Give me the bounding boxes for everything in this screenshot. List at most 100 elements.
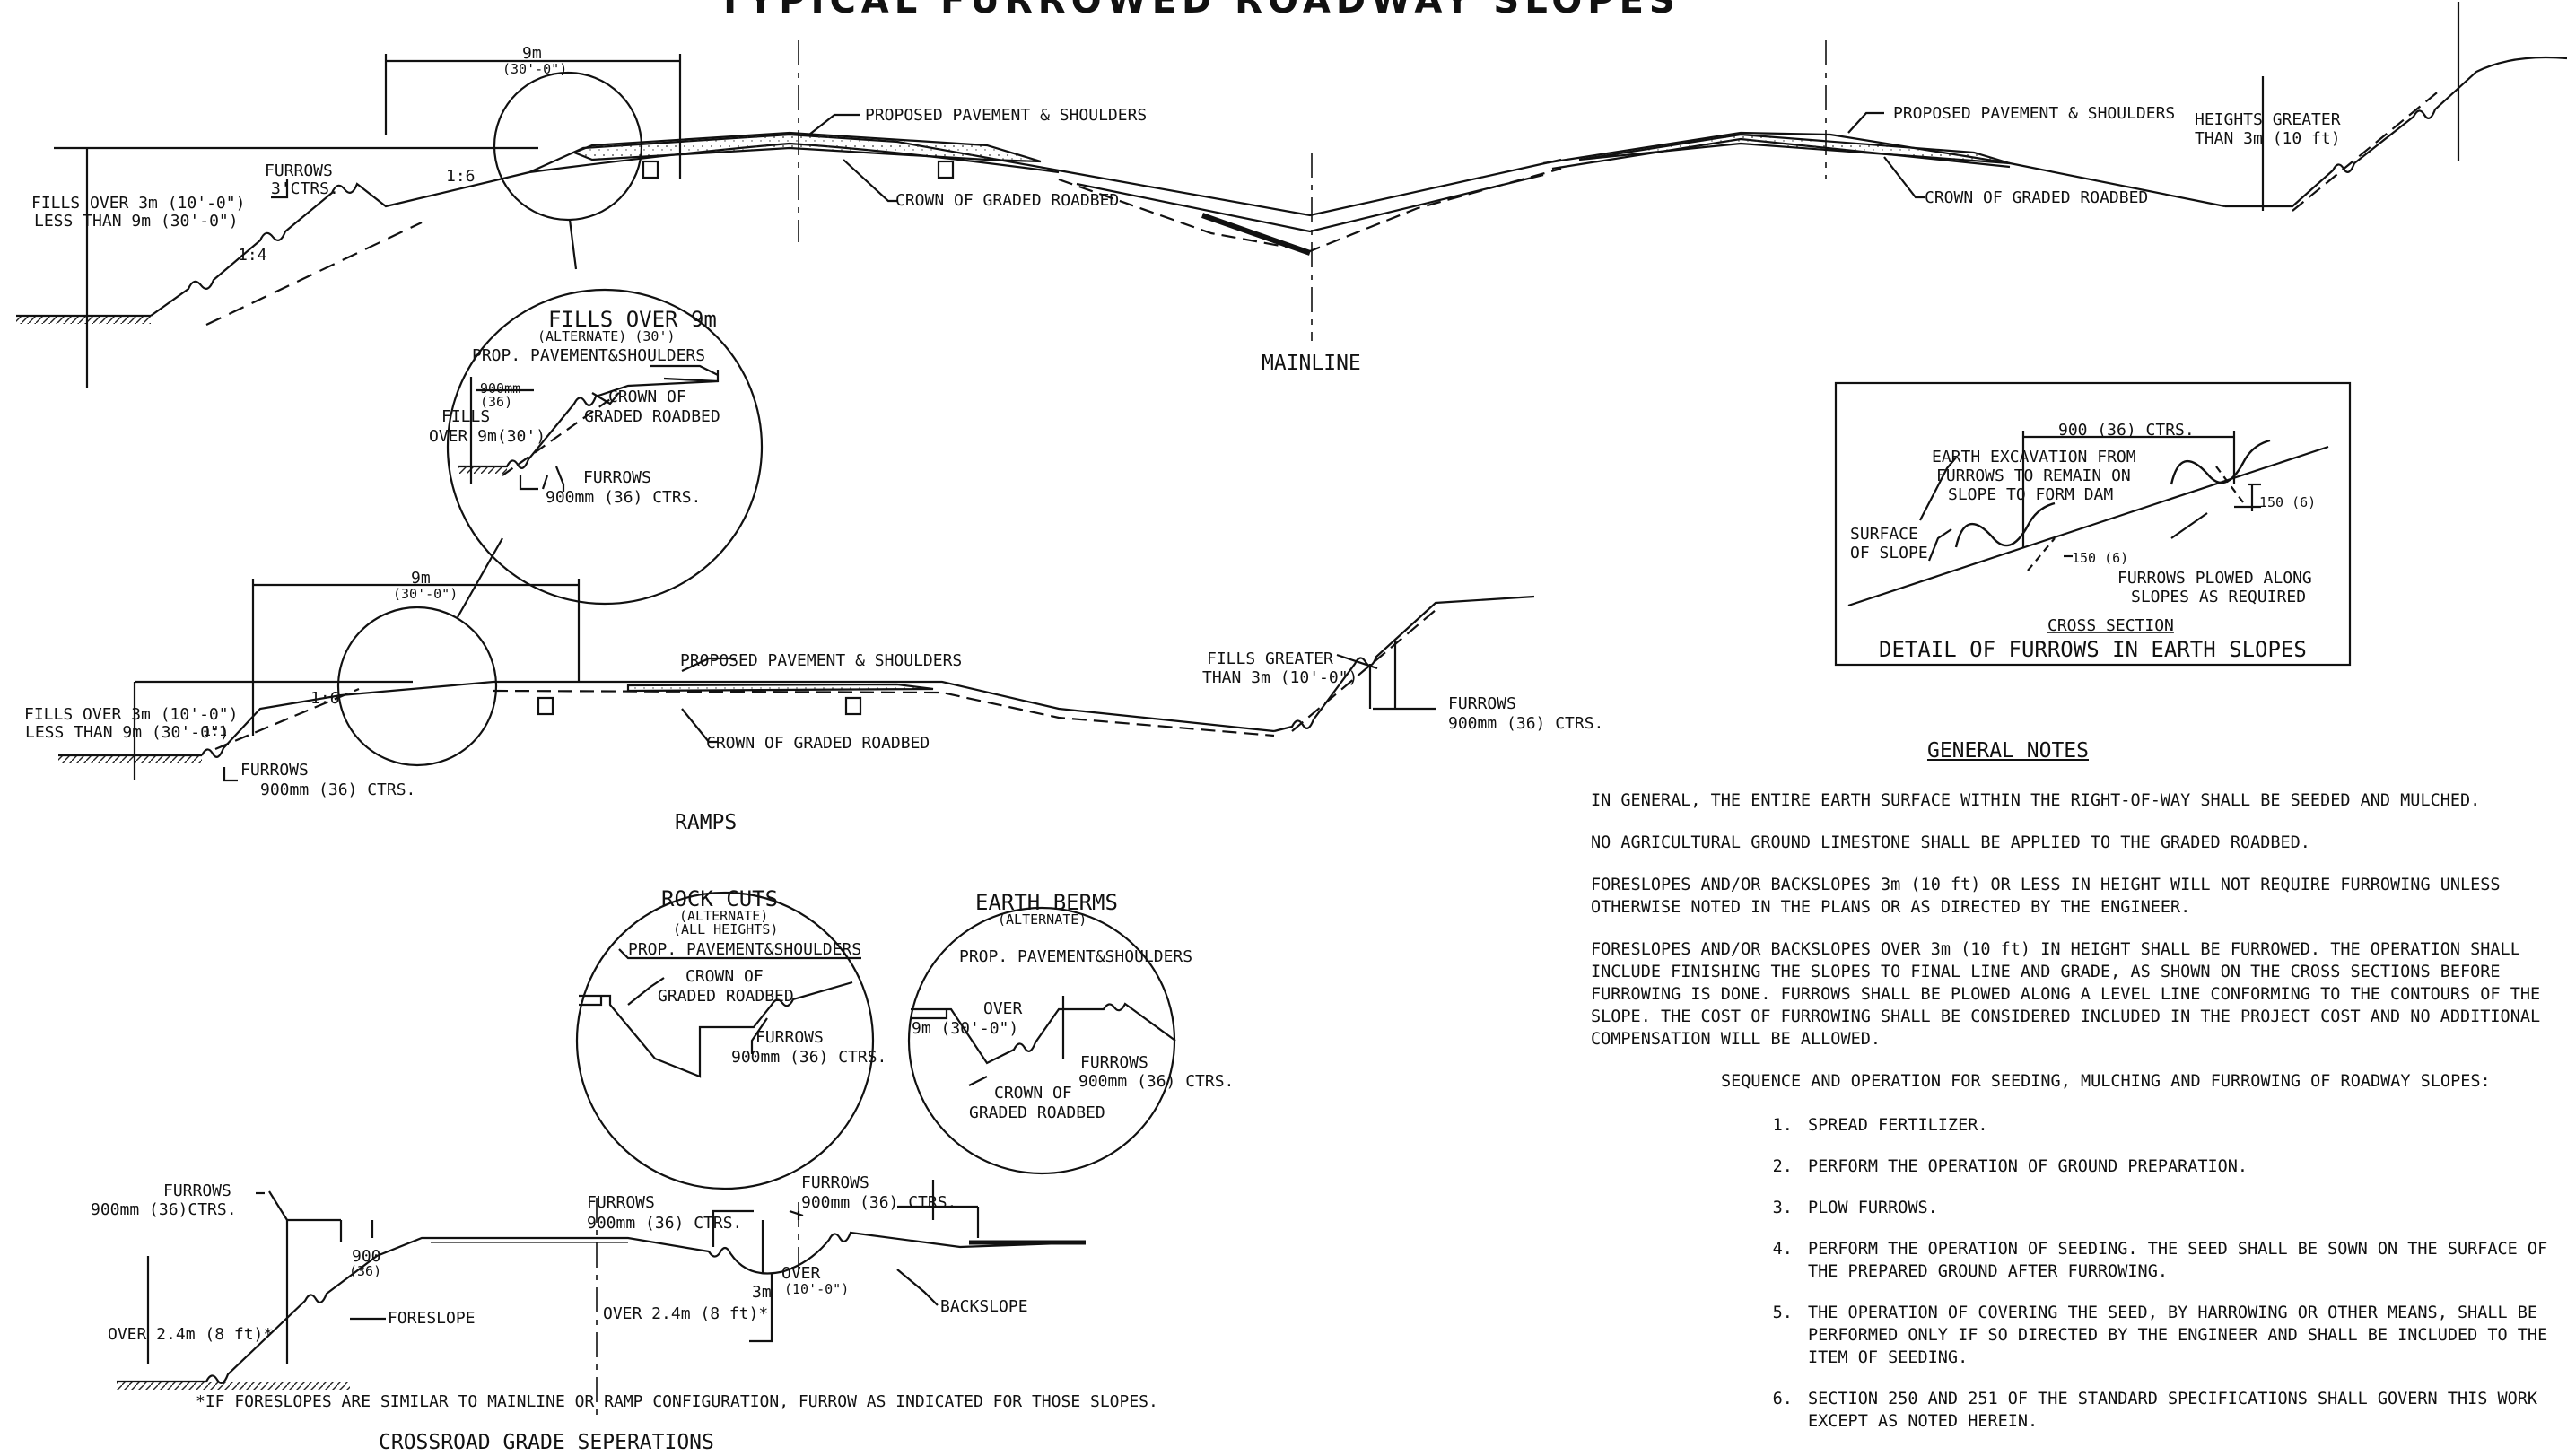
crossroad-over-left: OVER 2.4m (8 ft)* [108, 1325, 273, 1344]
earth-berms-labels: EARTH BERMS (ALTERNATE) PROP. PAVEMENT&S… [912, 890, 1234, 1122]
fills-over-9m-furrows-ctrs: 900mm (36) CTRS. [546, 488, 701, 507]
ramps-dim-width: 9m [411, 569, 431, 588]
sheet-title: TYPICAL FURROWED ROADWAY SLOPES [718, 0, 1681, 22]
crossroad-backslope: BACKSLOPE [940, 1297, 1028, 1316]
ramps-fills-greater-2: THAN 3m (10'-0") [1202, 668, 1358, 687]
crossroad-dim-900: 900 [352, 1247, 381, 1266]
ramps-section-title: RAMPS [675, 811, 737, 834]
ramps-furrows-right-ctrs: 900mm (36) CTRS. [1448, 714, 1603, 733]
mainline-heights-greater-1: HEIGHTS GREATER [2195, 110, 2341, 129]
crossroad-labels: FURROWS 900mm (36)CTRS. 900 (36) OVER 2.… [91, 1173, 1158, 1454]
crossroad-furrows-b-ctrs: 900mm (36) CTRS. [587, 1214, 742, 1233]
rock-cuts-crown-1: CROWN OF [685, 967, 764, 986]
mainline-heights-greater-2: THAN 3m (10 ft) [2195, 129, 2341, 148]
mainline-fills-label-1: FILLS OVER 3m (10'-0") [31, 194, 245, 213]
earth-berms-crown-2: GRADED ROADBED [969, 1103, 1105, 1122]
detail-plowed-2: SLOPES AS REQUIRED [2131, 588, 2306, 606]
detail-ctrs: 900 (36) CTRS. [2058, 421, 2195, 440]
ramps-fills-label-2: LESS THAN 9m (30'-0") [25, 723, 230, 742]
sequence-step: SECTION 250 AND 251 OF THE STANDARD SPEC… [1803, 1388, 2560, 1433]
mainline-section [16, 2, 2567, 388]
rock-cuts-crown-2: GRADED ROADBED [658, 987, 794, 1006]
fills-over-9m-dim-imp: (36) [480, 394, 512, 410]
fills-over-9m-fills-2: OVER 9m(30') [429, 427, 546, 446]
general-notes-title: GENERAL NOTES [1926, 739, 2089, 763]
detail-labels: 900 (36) CTRS. EARTH EXCAVATION FROM FUR… [1850, 421, 2316, 662]
ramps-dim-width-imp: (30'-0") [393, 586, 458, 602]
ramps-slope-1-6: 1:6 [310, 689, 340, 708]
fills-over-9m-crown-2: GRADED ROADBED [584, 407, 720, 426]
earth-berms-detail [907, 906, 1176, 1175]
ramps-labels: 9m (30'-0") FILLS OVER 3m (10'-0") LESS … [24, 569, 1603, 834]
mainline-furrows-label: FURROWS [265, 161, 333, 180]
rock-cuts-title: ROCK CUTS [661, 886, 778, 911]
fills-over-9m-dim: 900mm [480, 380, 520, 397]
ramps-furrows-left: FURROWS [240, 761, 309, 780]
detail-title: DETAIL OF FURROWS IN EARTH SLOPES [1879, 637, 2307, 662]
sequence-step: SPREAD FERTILIZER. [1803, 1114, 2560, 1137]
sequence-step: PERFORM THE OPERATION OF GROUND PREPARAT… [1803, 1155, 2560, 1178]
rock-cuts-sub1: (ALTERNATE) [679, 908, 768, 924]
earth-berms-sub1: (ALTERNATE) [998, 911, 1087, 928]
fills-over-9m-pavement: PROP. PAVEMENT&SHOULDERS [472, 346, 705, 365]
earth-berms-furrows-ctrs: 900mm (36) CTRS. [1078, 1072, 1234, 1091]
fills-over-9m-detail [446, 288, 764, 606]
fills-over-9m-labels: FILLS OVER 9m (ALTERNATE) (30') PROP. PA… [429, 307, 720, 507]
mainline-section-title: MAINLINE [1262, 352, 1361, 375]
furrow-detail-box [1834, 381, 2352, 667]
rock-cuts-furrows: FURROWS [755, 1028, 824, 1047]
crossroad-section [117, 1180, 1087, 1417]
detail-cross-section: CROSS SECTION [2047, 616, 2174, 635]
crossroad-furrows-a-ctrs: 900mm (36)CTRS. [91, 1200, 237, 1219]
mainline-slope-1-4: 1:4 [238, 246, 267, 265]
rock-cuts-furrows-ctrs: 900mm (36) CTRS. [731, 1048, 886, 1067]
crossroad-over-3m-2: (10'-0") [784, 1281, 849, 1297]
mainline-slope-1-6: 1:6 [446, 167, 476, 186]
detail-dim-150-a: 150 (6) [2259, 494, 2316, 510]
mainline-pavement-right: PROPOSED PAVEMENT & SHOULDERS [1893, 104, 2175, 123]
ramps-fills-label-1: FILLS OVER 3m (10'-0") [24, 705, 238, 724]
crossroad-dim-900-imp: (36) [349, 1263, 381, 1279]
sequence-steps: SPREAD FERTILIZER. PERFORM THE OPERATION… [1591, 1114, 2560, 1433]
earth-berms-title: EARTH BERMS [975, 890, 1118, 915]
rock-cuts-detail [575, 891, 875, 1190]
mainline-fills-label-2: LESS THAN 9m (30'-0") [34, 212, 239, 231]
crossroad-footnote: *IF FORESLOPES ARE SIMILAR TO MAINLINE O… [196, 1392, 1158, 1411]
general-notes: GENERAL NOTES IN GENERAL, THE ENTIRE EAR… [1591, 740, 2560, 1452]
ramps-pavement: PROPOSED PAVEMENT & SHOULDERS [680, 651, 962, 670]
earth-berms-over-1: OVER [983, 999, 1023, 1018]
sequence-step: PLOW FURROWS. [1803, 1197, 2560, 1219]
crossroad-furrows-c: FURROWS [801, 1173, 869, 1192]
crossroad-over-3m-1: OVER [781, 1264, 821, 1283]
sequence-step: PERFORM THE OPERATION OF SEEDING. THE SE… [1803, 1238, 2560, 1283]
general-note-paragraph: FORESLOPES AND/OR BACKSLOPES 3m (10 ft) … [1591, 876, 2501, 917]
fills-over-9m-subtitle: (ALTERNATE) (30') [537, 328, 676, 344]
crossroad-furrows-c-ctrs: 900mm (36) CTRS. [801, 1193, 956, 1212]
general-note-paragraph: FORESLOPES AND/OR BACKSLOPES OVER 3m (10… [1591, 940, 2541, 1049]
mainline-furrows-ctrs: 3'CTRS. [271, 179, 339, 198]
detail-excavation-1: EARTH EXCAVATION FROM [1932, 448, 2136, 466]
sequence-title: SEQUENCE AND OPERATION FOR SEEDING, MULC… [1721, 1072, 2491, 1091]
fills-over-9m-crown-1: CROWN OF [608, 388, 686, 406]
rock-cuts-pavement: PROP. PAVEMENT&SHOULDERS [628, 940, 861, 959]
earth-berms-over-2: 9m (30'-0") [912, 1019, 1018, 1038]
fills-over-9m-fills-1: FILLS [441, 407, 490, 426]
earth-berms-crown-1: CROWN OF [994, 1084, 1072, 1103]
mainline-labels: 9m (30'-0") FILLS OVER 3m (10'-0") LESS … [31, 44, 2341, 375]
crossroad-dim-3m: 3m [752, 1283, 772, 1302]
mainline-dim-width-imp: (30'-0") [502, 61, 567, 77]
general-note-paragraph: NO AGRICULTURAL GROUND LIMESTONE SHALL B… [1591, 833, 2310, 852]
earth-berms-pavement: PROP. PAVEMENT&SHOULDERS [959, 947, 1192, 966]
rock-cuts-labels: ROCK CUTS (ALTERNATE) (ALL HEIGHTS) PROP… [628, 886, 886, 1067]
crossroad-furrows-a: FURROWS [163, 1181, 231, 1200]
fills-over-9m-furrows: FURROWS [583, 468, 651, 487]
crossroad-over-mid: OVER 2.4m (8 ft)* [603, 1304, 768, 1323]
detail-surface-1: SURFACE [1850, 525, 1918, 544]
ramps-fills-greater-1: FILLS GREATER [1207, 650, 1333, 668]
earth-berms-furrows: FURROWS [1080, 1053, 1148, 1072]
ramps-crown: CROWN OF GRADED ROADBED [706, 734, 930, 753]
crossroad-foreslope: FORESLOPE [388, 1309, 476, 1328]
ramps-furrows-left-ctrs: 900mm (36) CTRS. [260, 780, 415, 799]
crossroad-furrows-b: FURROWS [587, 1193, 655, 1212]
